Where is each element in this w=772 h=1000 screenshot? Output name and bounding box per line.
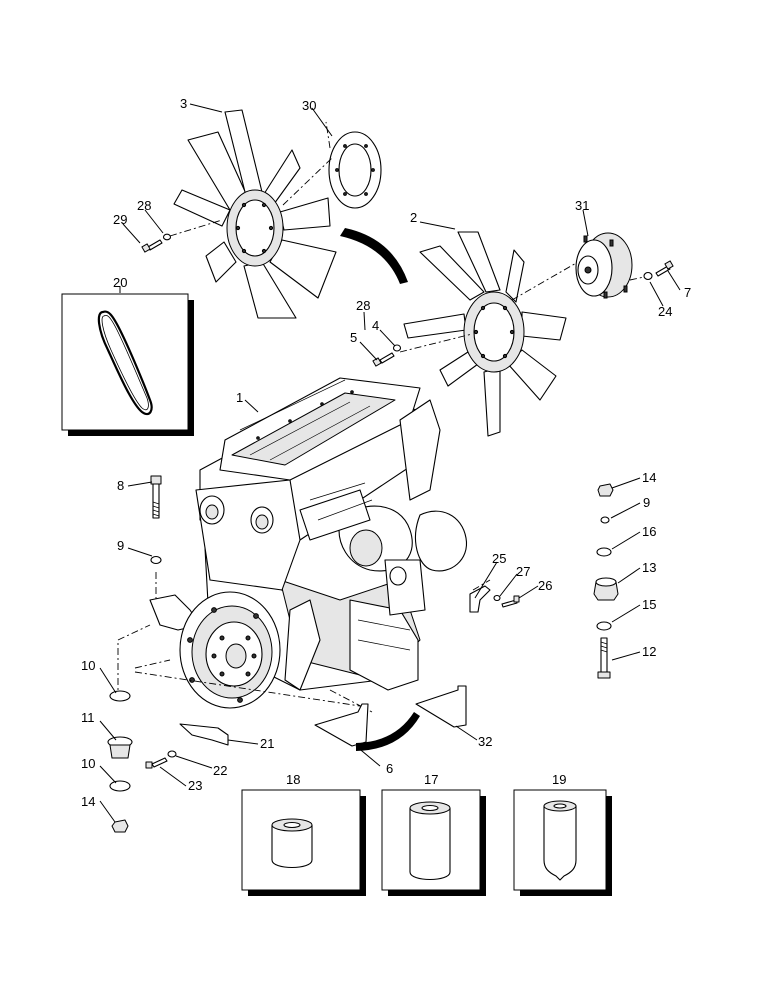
nut-part-14-left — [111, 819, 129, 833]
callout-8: 8 — [117, 478, 124, 493]
washer-part-9-right — [600, 516, 610, 524]
callout-11: 11 — [81, 710, 95, 725]
fan-blade-part-3 — [173, 109, 337, 319]
bolt-part-29 — [141, 239, 163, 253]
callout-24: 24 — [658, 304, 672, 319]
bracket-part-25 — [469, 585, 491, 613]
callout-32: 32 — [478, 734, 492, 749]
callout-12: 12 — [642, 644, 656, 659]
nut-part-14-right — [597, 483, 614, 497]
callout-17: 17 — [424, 772, 438, 787]
callout-31: 31 — [575, 198, 589, 213]
callout-2: 2 — [410, 210, 417, 225]
spacer-ring-part-30 — [328, 131, 382, 209]
callout-21: 21 — [260, 736, 274, 751]
callout-19: 19 — [552, 772, 566, 787]
callout-29: 29 — [113, 212, 127, 227]
callout-27: 27 — [516, 564, 530, 579]
washer-part-24 — [643, 271, 653, 281]
bolt-part-7 — [655, 260, 674, 277]
mount-part-13 — [593, 577, 619, 601]
callout-15: 15 — [642, 597, 656, 612]
callout-18: 18 — [286, 772, 300, 787]
bolt-part-12 — [597, 637, 611, 679]
washer-part-10-upper — [109, 690, 131, 702]
bolt-part-8 — [150, 475, 162, 519]
washer-part-9-left — [150, 555, 162, 565]
callout-4: 4 — [372, 318, 379, 333]
bolt-part-5 — [372, 352, 395, 367]
washer-part-16 — [596, 547, 612, 557]
bolt-part-26 — [501, 595, 520, 608]
callout-28-upper: 28 — [137, 198, 151, 213]
callout-5: 5 — [350, 330, 357, 345]
callout-10-upper: 10 — [81, 658, 95, 673]
belt-inset-part-20 — [61, 293, 194, 436]
washer-part-15 — [596, 621, 612, 631]
callout-23: 23 — [188, 778, 202, 793]
filter-inset-part-19 — [513, 789, 612, 896]
fan-clutch-part-31 — [575, 232, 633, 299]
bracket-part-32 — [415, 685, 467, 728]
bracket-part-6 — [314, 703, 369, 747]
fan-blade-part-2 — [403, 231, 567, 437]
callout-1: 1 — [236, 390, 243, 405]
callout-13: 13 — [642, 560, 656, 575]
filter-inset-part-17 — [381, 789, 486, 896]
washer-part-22 — [167, 750, 177, 758]
callout-25: 25 — [492, 551, 506, 566]
callout-6: 6 — [386, 761, 393, 776]
callout-3: 3 — [180, 96, 187, 111]
washer-part-10-lower — [109, 780, 131, 792]
callout-28-lower: 28 — [356, 298, 370, 313]
callout-16: 16 — [642, 524, 656, 539]
callout-14-right: 14 — [642, 470, 656, 485]
engine-assembly-part-1 — [149, 377, 468, 709]
callout-26: 26 — [538, 578, 552, 593]
mount-part-11 — [107, 736, 133, 759]
washer-part-27 — [493, 594, 501, 602]
bolt-part-23 — [145, 757, 168, 769]
washer-part-4 — [392, 344, 402, 352]
callout-7: 7 — [684, 285, 691, 300]
callout-20: 20 — [113, 275, 127, 290]
callout-10-lower: 10 — [81, 756, 95, 771]
callout-9-right: 9 — [643, 495, 650, 510]
washer-part-28-upper — [162, 233, 172, 241]
callout-9-left: 9 — [117, 538, 124, 553]
callout-22: 22 — [213, 763, 227, 778]
leader-lines — [99, 103, 681, 823]
callout-14-left: 14 — [81, 794, 95, 809]
bracket-part-21 — [179, 723, 229, 746]
callout-labels: 3 30 28 29 2 31 20 28 4 5 7 24 1 8 9 14 … — [81, 96, 691, 809]
callout-30: 30 — [302, 98, 316, 113]
filter-inset-part-18 — [241, 789, 366, 896]
